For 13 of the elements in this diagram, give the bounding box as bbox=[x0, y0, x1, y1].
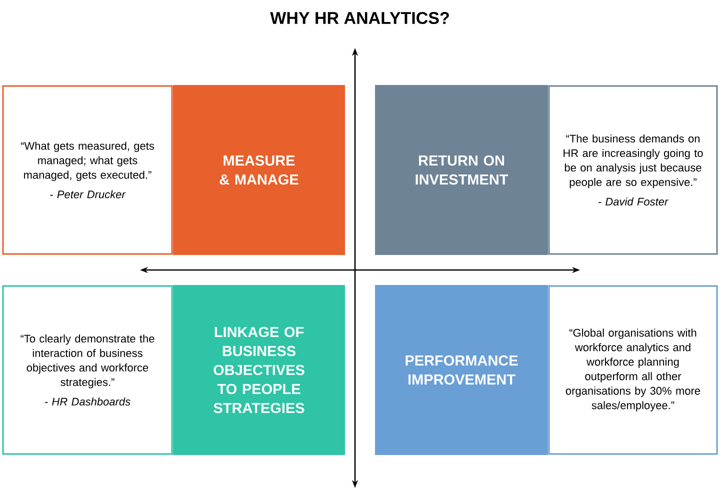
quote-box: “To clearly demonstrate the interaction of business objectives and workforce strategies.” - HR Dashboards bbox=[2, 285, 173, 455]
heading-box: RETURN ON INVESTMENT bbox=[375, 85, 548, 255]
quote-box: “Global organisations with workforce analytics and workforce planning outperform all other organisations by 30% more sales/employee.” bbox=[548, 285, 718, 455]
quote-box: “The business demands on HR are increasingly going to be on analysis just because people are so expensive.” - David Foster bbox=[548, 85, 718, 255]
heading-box: MEASURE & MANAGE bbox=[173, 85, 345, 255]
node-label: LINKAGE OF BUSINESS OBJECTIVES TO PEOPLE STRATEGIES bbox=[214, 326, 304, 414]
heading-box: PERFORMANCE IMPROVEMENT bbox=[375, 285, 548, 455]
title: WHY HR ANALYTICS? bbox=[270, 12, 449, 24]
node-label: RETURN ON INVESTMENT bbox=[416, 155, 508, 185]
node-label: PERFORMANCE IMPROVEMENT bbox=[406, 355, 518, 385]
heading-box: LINKAGE OF BUSINESS OBJECTIVES TO PEOPLE STRATEGIES bbox=[173, 285, 345, 455]
node-label: MEASURE & MANAGE bbox=[220, 155, 298, 185]
quote-box: “What gets measured, gets managed; what gets managed, gets executed.” - Peter Drucker bbox=[2, 85, 173, 255]
